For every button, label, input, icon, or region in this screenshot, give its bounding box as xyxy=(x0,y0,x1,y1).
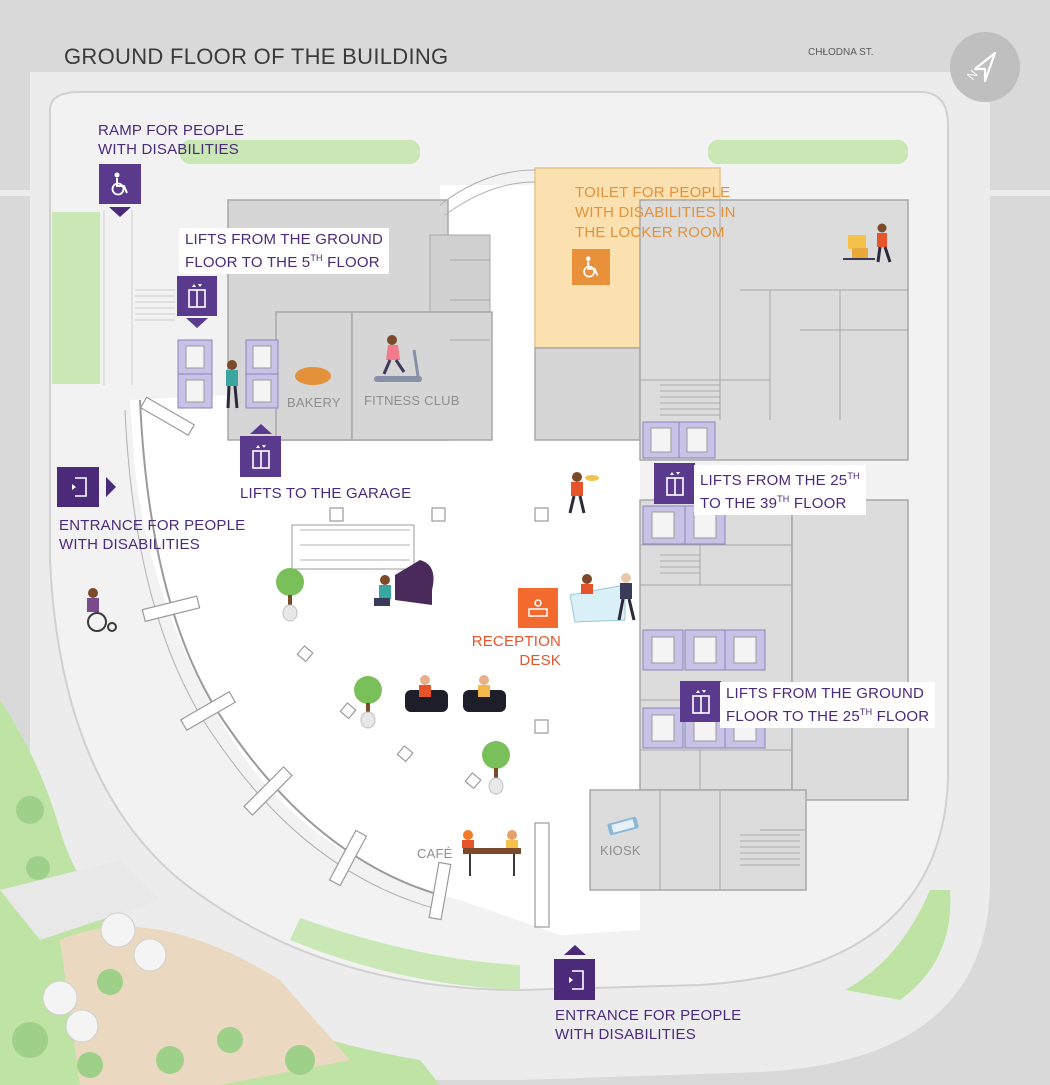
lifts-ground-5-label: LIFTS FROM THE GROUND FLOOR TO THE 5TH F… xyxy=(179,228,390,274)
park-path xyxy=(0,860,160,940)
lounge-sofas-icon xyxy=(405,675,506,712)
facade-columns xyxy=(139,396,452,921)
floor-pillars xyxy=(296,507,549,790)
lifts-garage-label: LIFTS TO THE GARAGE xyxy=(240,485,412,502)
entrance-left-door-icon xyxy=(57,467,99,507)
potted-tree-icon xyxy=(354,676,382,729)
lobby-floor xyxy=(130,395,640,935)
lifts-ground-5-pointer-icon xyxy=(186,318,208,328)
lifts-garage-elevator-icon xyxy=(240,436,281,477)
lawn-left xyxy=(52,212,100,384)
lawn-top-left xyxy=(180,140,420,164)
entrance-bottom-label: ENTRANCE FOR PEOPLE WITH DISABILITIES xyxy=(555,1007,742,1043)
potted-tree-icon xyxy=(276,568,304,622)
cafe-label: CAFÉ xyxy=(417,846,453,861)
lawn-top-right xyxy=(708,140,908,164)
road-marking-right xyxy=(950,190,1050,196)
room-below-toilet xyxy=(534,347,641,441)
page-title: GROUND FLOOR OF THE BUILDING xyxy=(64,44,449,69)
wheelchair-user-icon xyxy=(87,588,117,632)
reception-staff-icon xyxy=(581,573,636,621)
green-strip-right xyxy=(845,890,951,1000)
toilet-label: TOILET FOR PEOPLE WITH DISABILITIES IN T… xyxy=(575,184,736,241)
kiosk-label: KIOSK xyxy=(600,843,641,858)
lawn-bottom xyxy=(290,918,520,990)
newspaper-icon xyxy=(607,816,639,836)
entrance-bottom-pointer-icon xyxy=(564,945,586,955)
reception-label: RECEPTION DESK xyxy=(471,633,561,669)
lifts-25-39-label: LIFTS FROM THE 25TH TO THE 39TH FLOOR xyxy=(694,465,866,515)
column-bottom xyxy=(534,822,550,928)
kiosk-block xyxy=(589,789,807,891)
ramp-wheelchair-icon xyxy=(99,164,141,204)
fitness-room xyxy=(351,311,493,441)
facade-curve-outer xyxy=(124,409,441,911)
entrance-left-label: ENTRANCE FOR PEOPLE WITH DISABILITIES xyxy=(59,517,246,553)
toilet-wheelchair-icon xyxy=(572,249,610,285)
bakery-label: BAKERY xyxy=(287,395,341,410)
treadmill-runner-icon xyxy=(374,335,422,382)
facade-curve xyxy=(139,399,441,896)
ramp-pointer-icon xyxy=(109,207,131,217)
potted-tree-icon xyxy=(482,741,510,795)
north-compass-icon xyxy=(950,32,1020,102)
escalators xyxy=(291,524,415,570)
lifts-25-39-elevator-icon xyxy=(654,463,695,504)
waiter-icon xyxy=(568,472,599,514)
lifts-ground-25-elevator-icon xyxy=(680,681,721,722)
arcade-top xyxy=(439,169,536,206)
piano-player-icon xyxy=(374,560,434,606)
reception-counter xyxy=(569,584,626,623)
lift-bank-left xyxy=(177,339,279,409)
ramp-stripes xyxy=(103,210,175,385)
cafe-table-icon xyxy=(462,830,521,876)
park-trees xyxy=(12,796,315,1078)
lift-bank-right xyxy=(642,421,766,749)
lifts-ground-25-label: LIFTS FROM THE GROUND FLOOR TO THE 25TH … xyxy=(720,682,936,728)
stair-stripes xyxy=(300,384,800,866)
reception-desk-icon xyxy=(518,588,558,628)
bread-icon xyxy=(295,367,331,385)
road-marking-left xyxy=(0,190,45,196)
ramp-label: RAMP FOR PEOPLE WITH DISABILITIES xyxy=(98,122,245,158)
lifts-ground-5-elevator-icon xyxy=(177,276,217,316)
entrance-left-pointer-icon xyxy=(106,477,116,497)
street-name: CHŁODNA ST. xyxy=(808,47,874,58)
park-plaza xyxy=(60,926,350,1085)
delivery-man-icon xyxy=(843,223,892,263)
person-standing-icon xyxy=(226,360,239,409)
lifts-garage-pointer-icon xyxy=(250,424,272,434)
entrance-bottom-door-icon xyxy=(554,959,595,1000)
fitness-club-label: FITNESS CLUB xyxy=(364,393,460,408)
